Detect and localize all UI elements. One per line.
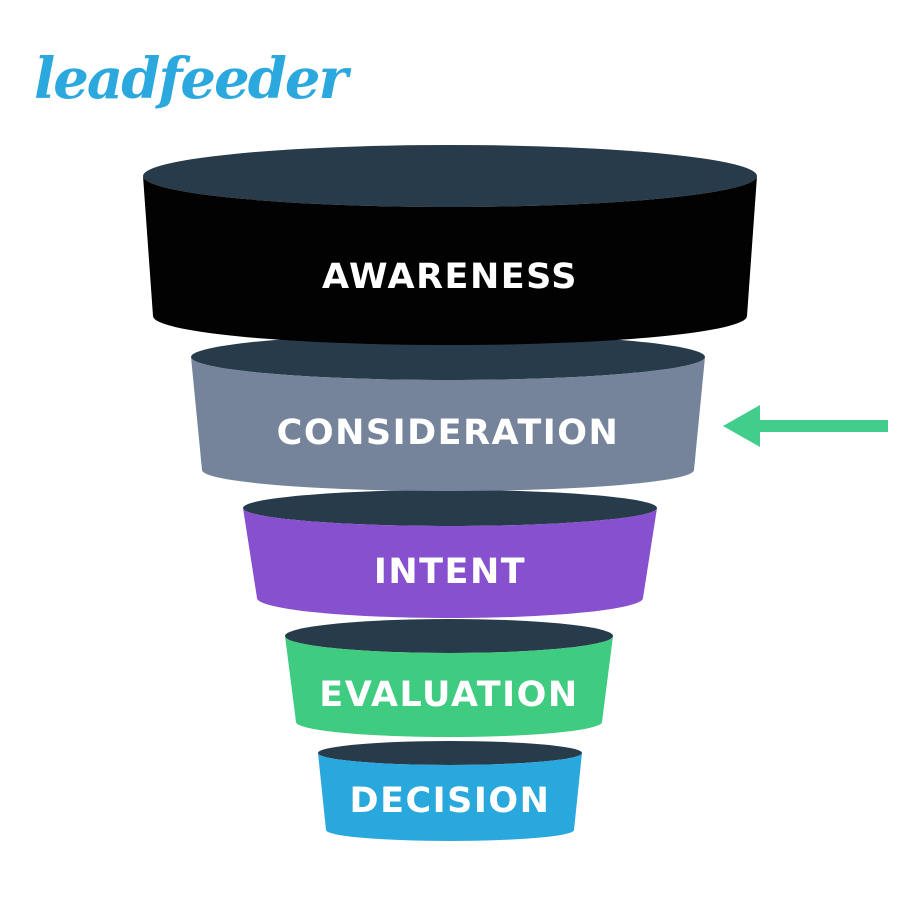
funnel-stage-consideration: CONSIDERATION: [191, 334, 705, 491]
funnel-body-awareness: [143, 176, 757, 345]
stage-label-intent: INTENT: [374, 552, 526, 592]
funnel-body-evaluation: [285, 636, 613, 737]
funnel-top-face-consideration: [191, 334, 705, 380]
funnel-stage-evaluation: EVALUATION: [285, 619, 613, 737]
funnel-top-face-awareness: [143, 145, 757, 207]
leadfeeder-logo: leadfeeder: [34, 46, 351, 112]
funnel-top-face-intent: [243, 490, 657, 526]
funnel-stage-decision: DECISION: [318, 741, 582, 841]
funnel-body-intent: [243, 508, 657, 618]
stage-label-awareness: AWARENESS: [322, 257, 578, 297]
funnel-top-face-decision: [318, 741, 582, 765]
funnel-stage-awareness: AWARENESS: [143, 145, 757, 345]
left-arrow-icon: [723, 405, 888, 447]
stage-label-consideration: CONSIDERATION: [277, 413, 620, 453]
funnel-body-decision: [318, 753, 582, 841]
stage-label-decision: DECISION: [350, 781, 551, 821]
funnel-top-face-evaluation: [285, 619, 613, 653]
stage-label-evaluation: EVALUATION: [319, 675, 578, 715]
funnel-stage-intent: INTENT: [243, 490, 657, 618]
funnel-body-consideration: [191, 357, 705, 491]
